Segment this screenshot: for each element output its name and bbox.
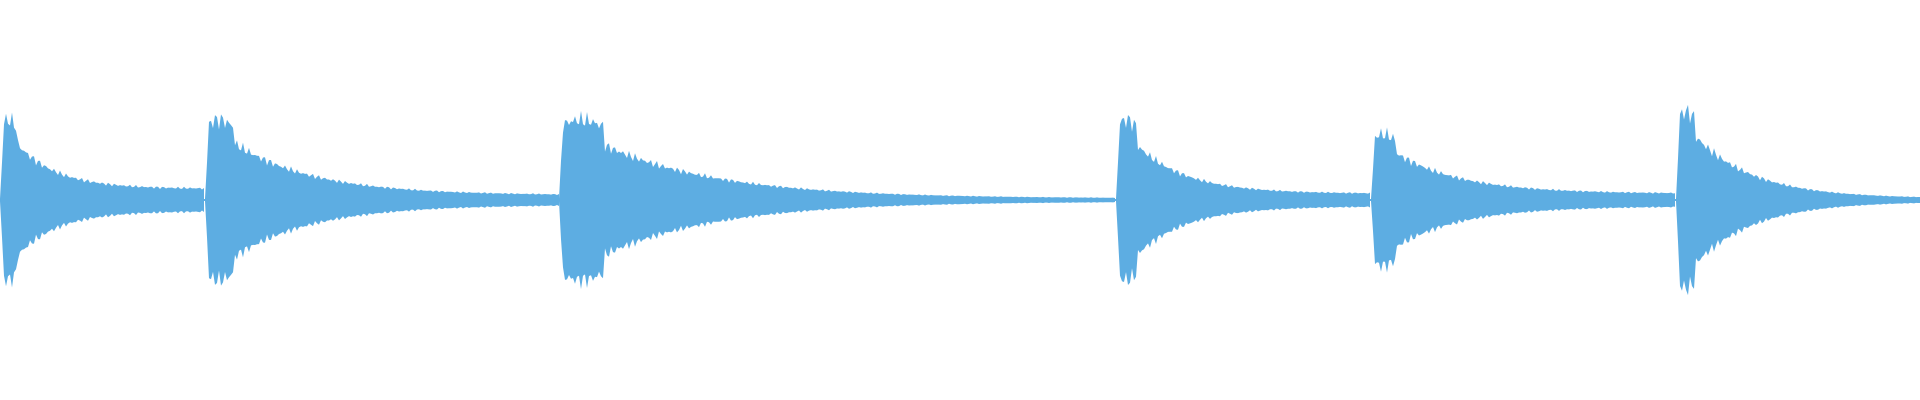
waveform-segment (205, 114, 559, 286)
waveform-segment (1116, 115, 1370, 285)
waveform-segment (1676, 104, 1920, 296)
waveform-segment (559, 110, 1115, 290)
waveform-segment (0, 112, 204, 288)
waveform-segment (1371, 127, 1675, 273)
